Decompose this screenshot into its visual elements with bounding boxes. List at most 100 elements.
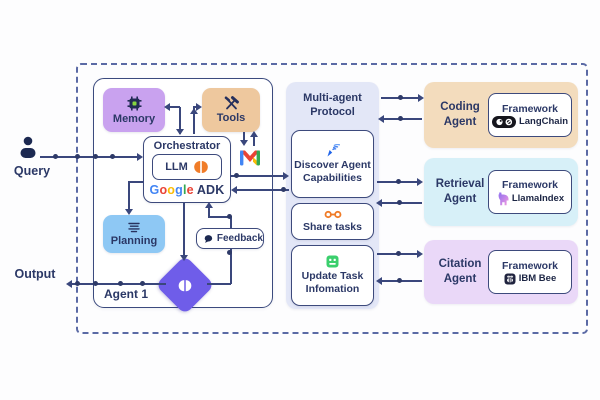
line-segment (128, 181, 130, 210)
planning-label: Planning (110, 234, 158, 247)
junction-dot (93, 281, 98, 286)
line-segment (128, 181, 144, 183)
tools-hammer-icon (224, 96, 239, 110)
junction-dot (227, 250, 232, 255)
line-segment (207, 283, 231, 285)
arrowhead (196, 103, 202, 111)
junction-dot (93, 154, 98, 159)
langchain-logo-icon (491, 115, 516, 128)
feedback-box: Feedback (196, 228, 264, 249)
framework-box: Framework LangChain (488, 93, 572, 137)
google-letter: G (149, 183, 160, 197)
memory-module: Memory (103, 88, 165, 132)
retrieval-agent-label: Retrieval Agent (435, 178, 485, 205)
llm-label: LLM (165, 161, 188, 173)
discover-label: Discover Agent Capabilities (294, 158, 371, 184)
ibm-bee-logo-icon (504, 273, 516, 284)
update-task-box: Update Task Infomation (291, 245, 374, 306)
arrowhead (283, 172, 289, 180)
line-segment (230, 216, 232, 228)
arrowhead (180, 255, 188, 261)
coding-agent-label: Coding Agent (440, 101, 480, 128)
checklist-icon (326, 255, 339, 268)
line-segment (208, 206, 210, 217)
arrowhead (190, 108, 198, 114)
arrowhead (240, 140, 248, 146)
junction-dot (140, 281, 145, 286)
junction-dot (398, 116, 403, 121)
arrowhead (125, 209, 133, 215)
brain-icon (193, 161, 208, 173)
arrowhead (378, 115, 384, 123)
retrieval-agent-panel: Retrieval Agent Framework LlamaIndex (424, 158, 578, 226)
junction-dot (53, 154, 58, 159)
google-letter: o (167, 183, 176, 197)
agent1-label: Agent 1 (104, 287, 149, 301)
share-tasks-label: Share tasks (303, 220, 362, 233)
line-segment (236, 189, 289, 191)
junction-dot (118, 281, 123, 286)
citation-agent-label: Citation Agent (438, 258, 482, 285)
framework-title: Framework (501, 102, 559, 115)
line-segment (193, 107, 195, 134)
line-segment (243, 132, 245, 142)
junction-dot (110, 154, 115, 159)
planning-module: Planning (103, 215, 165, 253)
junction-dot (75, 281, 80, 286)
llamaindex-label: LlamaIndex (511, 193, 565, 204)
planning-list-icon (128, 222, 140, 232)
llamaindex-logo-icon (498, 192, 509, 205)
junction-dot (227, 214, 232, 219)
arrowhead (376, 277, 382, 285)
share-tasks-box: Share tasks (291, 203, 374, 240)
memory-label: Memory (112, 112, 156, 125)
google-letter: l (182, 183, 187, 197)
line-segment (179, 107, 181, 134)
google-letter: g (175, 183, 183, 197)
arrowhead (417, 250, 423, 258)
framework-title: Framework (501, 178, 559, 191)
arrowhead (164, 103, 170, 111)
feedback-label: Feedback (216, 233, 263, 244)
junction-dot (234, 173, 239, 178)
arrowhead (250, 131, 258, 137)
google-letter: o (159, 183, 168, 197)
line-segment (230, 175, 287, 177)
arrowhead (176, 129, 184, 135)
arrowhead (205, 202, 213, 208)
line-segment (230, 249, 232, 284)
link-icon (324, 210, 341, 218)
junction-dot (281, 187, 286, 192)
junction-dot (75, 154, 80, 159)
ibm-bee-label: IBM Bee (518, 273, 557, 284)
orchestrator-label: Orchestrator (153, 140, 221, 152)
brain-icon (178, 279, 192, 291)
citation-agent-panel: Citation Agent Framework IBM Bee (424, 240, 578, 304)
tools-module: Tools (202, 88, 260, 132)
line-segment (183, 203, 185, 256)
llm-module: LLM (152, 154, 222, 180)
junction-dot (398, 95, 403, 100)
discover-capabilities-box: Discover Agent Capabilities (291, 130, 374, 198)
line-segment (208, 216, 231, 218)
system-boundary (76, 63, 588, 334)
junction-dot (397, 278, 402, 283)
framework-box: Framework IBM Bee (488, 250, 572, 294)
framework-box: Framework LlamaIndex (488, 170, 572, 214)
arrowhead (137, 153, 143, 161)
junction-dot (396, 251, 401, 256)
gmail-icon (240, 150, 260, 166)
line-segment (253, 135, 255, 146)
arrowhead (66, 280, 72, 288)
user-icon (20, 136, 36, 158)
output-label: Output (14, 267, 56, 281)
framework-title: Framework (501, 259, 559, 272)
protocol-title: Multi-agent Protocol (303, 92, 362, 119)
arrowhead (417, 178, 423, 186)
query-label: Query (13, 164, 51, 178)
adk-label: ADK (196, 183, 225, 197)
line-segment (40, 156, 140, 158)
